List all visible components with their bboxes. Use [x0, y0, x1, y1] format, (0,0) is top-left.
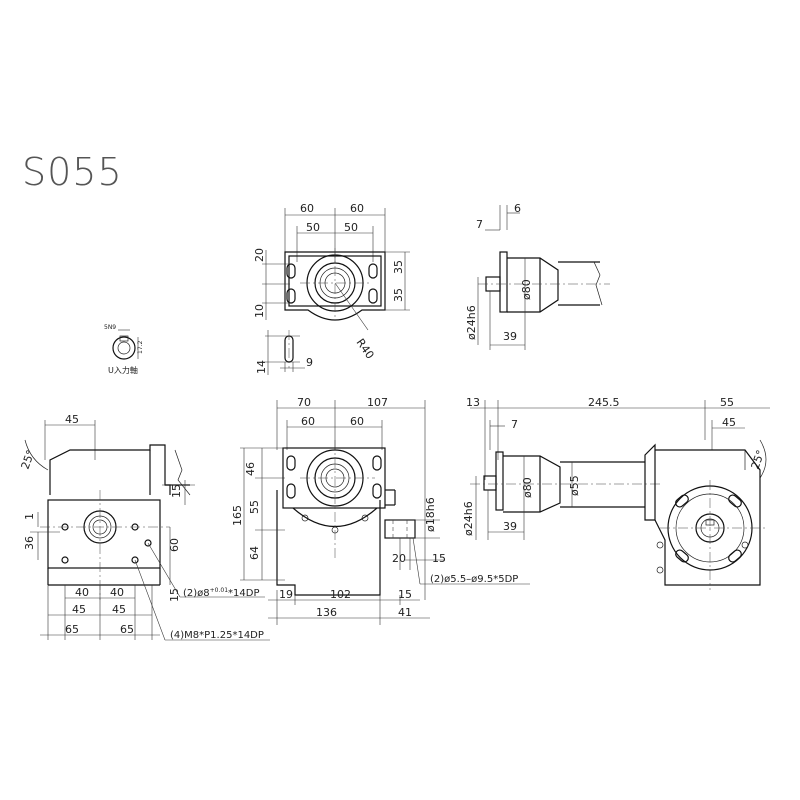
dim-60-left: 60 [300, 202, 314, 215]
dim-45-right: 45 [112, 603, 126, 616]
dim-50-right: 50 [344, 221, 358, 234]
dim-107: 107 [367, 396, 388, 409]
note-counterbore: (2)ø5.5–ø9.5*5DP [430, 574, 518, 585]
dim-6: 6 [514, 202, 521, 215]
dim-60-c-right: 60 [350, 415, 364, 428]
dim-15-c-bottom: 15 [398, 588, 412, 601]
dim-10: 10 [253, 304, 266, 318]
shaft-side-view: 7 6 ø80 ø24h6 39 [465, 202, 610, 350]
dim-65-left: 65 [65, 623, 79, 636]
drawing-title: S055 [22, 150, 123, 194]
dim-39-r: 39 [503, 520, 517, 533]
dim-7-r: 7 [511, 418, 518, 431]
key-17-2: 17.2 [137, 340, 144, 354]
dim-d80: ø80 [520, 279, 533, 300]
dim-70: 70 [297, 396, 311, 409]
dim-40-left: 40 [75, 586, 89, 599]
right-side-view: 13 245.5 55 7 45 25° ø80 ø55 ø24h6 39 [462, 396, 770, 590]
dim-d80-r: ø80 [521, 477, 534, 498]
dim-9: 9 [306, 356, 313, 369]
dim-20-c: 20 [392, 552, 406, 565]
dim-45-r: 45 [722, 416, 736, 429]
dim-d55: ø55 [568, 475, 581, 496]
dim-65-right: 65 [120, 623, 134, 636]
dim-55: 55 [248, 500, 261, 514]
dim-r40: R40 [354, 336, 377, 361]
dim-15-b: 15 [168, 588, 181, 602]
dim-19: 19 [279, 588, 293, 601]
left-side-view: 45 25° 15 1 36 60 15 [19, 413, 270, 641]
dim-15-a: 15 [170, 484, 183, 498]
dim-102: 102 [330, 588, 351, 601]
key-caption: U入力軸 [108, 365, 138, 375]
dim-136: 136 [316, 606, 337, 619]
dim-1: 1 [23, 513, 36, 520]
dim-d24-r: ø24h6 [462, 501, 475, 536]
dim-35-bottom: 35 [392, 288, 405, 302]
dim-46: 46 [244, 462, 257, 476]
dim-165: 165 [231, 505, 244, 526]
dim-36: 36 [23, 536, 36, 550]
key-detail: 5N9 17.2 U入力軸 [104, 324, 144, 375]
top-flange-view: 60 60 50 50 R40 20 10 35 35 [253, 202, 410, 375]
dim-39: 39 [503, 330, 517, 343]
dim-7: 7 [476, 218, 483, 231]
dim-25-left: 25° [19, 448, 38, 471]
dim-20: 20 [253, 248, 266, 262]
dim-55-r: 55 [720, 396, 734, 409]
dim-40-right: 40 [110, 586, 124, 599]
center-front-view: 70 107 60 60 46 55 165 [231, 396, 530, 625]
dim-45-left: 45 [72, 603, 86, 616]
dim-41: 41 [398, 606, 412, 619]
dim-64: 64 [248, 546, 261, 560]
dim-60-right: 60 [350, 202, 364, 215]
dim-60-c-left: 60 [301, 415, 315, 428]
dim-45-top: 45 [65, 413, 79, 426]
key-5n9: 5N9 [104, 324, 116, 331]
note-tap-hole: (4)M8*P1.25*14DP [170, 630, 264, 641]
dim-d24: ø24h6 [465, 305, 478, 340]
dim-14: 14 [255, 360, 268, 374]
dim-13: 13 [466, 396, 480, 409]
dim-25-right: 25° [749, 448, 768, 471]
dim-35-top: 35 [392, 260, 405, 274]
dim-15-c: 15 [432, 552, 446, 565]
dim-60-left-view: 60 [168, 538, 181, 552]
dim-50-left: 50 [306, 221, 320, 234]
note-pin-hole: (2)ø8+0.01*14DP [183, 587, 260, 599]
dim-245-5: 245.5 [588, 396, 620, 409]
dim-d18: ø18h6 [424, 497, 437, 532]
